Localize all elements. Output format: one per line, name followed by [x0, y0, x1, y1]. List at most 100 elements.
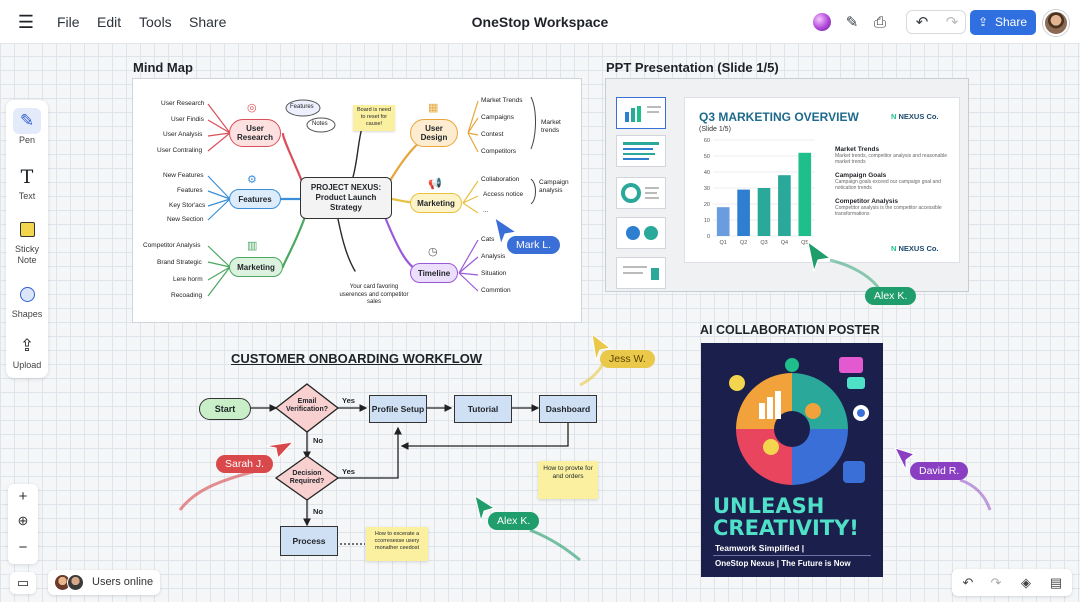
ai-assistant-icon[interactable]	[813, 13, 831, 31]
slide-thumbnail[interactable]	[616, 257, 666, 289]
edit-icon[interactable]: ✎	[845, 14, 859, 31]
text-icon: T	[20, 166, 34, 188]
shapes-icon	[13, 282, 41, 308]
zoom-controls: + ⊕ −	[8, 484, 38, 564]
share-button[interactable]: ⇪ Share	[970, 10, 1036, 35]
leaf: ...	[483, 207, 489, 214]
chart-icon: ▦	[428, 102, 439, 114]
workflow-email-decision[interactable]: Email Verification?	[285, 398, 328, 413]
megaphone-icon: 📢	[428, 178, 442, 190]
slide-logo-text: NEXUS Co.	[898, 112, 939, 121]
chart-y-tick: 50	[704, 154, 710, 160]
menu-file[interactable]: File	[57, 14, 80, 30]
chart-y-tick: 40	[704, 170, 710, 176]
tool-text[interactable]: T Text	[6, 164, 48, 202]
leaf: Access notice	[483, 191, 524, 198]
workflow-start[interactable]: Start	[199, 398, 251, 420]
slide-thumbnail[interactable]	[616, 217, 666, 249]
chart-y-tick: 10	[704, 218, 710, 224]
slide-thumbnails	[606, 79, 670, 291]
tool-upload[interactable]: ⇪ Upload	[6, 333, 48, 371]
chart-x-tick: Q2	[740, 240, 747, 246]
chart-bar	[778, 175, 791, 236]
pen-icon: ✎	[13, 108, 41, 134]
zoom-fit-icon[interactable]: ⊕	[17, 513, 29, 528]
mind-map-title: Mind Map	[133, 60, 193, 75]
mind-map-sticky-note[interactable]: Board is need to reset for cause!	[353, 105, 395, 131]
menu-share[interactable]: Share	[189, 14, 227, 30]
tool-sticky-note[interactable]: Sticky Note	[6, 217, 48, 266]
upload-icon: ⇪	[19, 336, 35, 355]
present-icon[interactable]: ▭	[10, 572, 36, 594]
ppt-frame[interactable]: Q3 MARKETING OVERVIEW (Slide 1/5) N NEXU…	[605, 78, 969, 292]
chart-x-tick: Q5	[801, 240, 808, 246]
users-online-pill[interactable]: Users online	[48, 570, 160, 595]
workflow-profile-setup[interactable]: Profile Setup	[369, 395, 427, 423]
node-user-design[interactable]: User Design	[410, 119, 458, 147]
leaf: Features	[177, 187, 203, 194]
leaf: Analysis	[481, 253, 506, 260]
menu-tools[interactable]: Tools	[139, 14, 172, 30]
cursor-label-mark: Mark L.	[507, 236, 561, 254]
cursor-label-alex: Alex K.	[865, 287, 917, 305]
yes-label: Yes	[342, 396, 355, 405]
slide-subtitle: (Slide 1/5)	[699, 126, 731, 133]
node-features[interactable]: Features	[229, 189, 281, 209]
node-user-research[interactable]: User Research	[229, 119, 281, 147]
workflow-dashboard[interactable]: Dashboard	[539, 395, 597, 423]
undo-redo-group	[906, 10, 966, 34]
user-avatar[interactable]	[1043, 10, 1069, 36]
node-marketing-right[interactable]: Marketing	[410, 193, 462, 213]
chart-bar	[757, 188, 771, 236]
active-slide[interactable]: Q3 MARKETING OVERVIEW (Slide 1/5) N NEXU…	[684, 97, 960, 263]
redo-icon[interactable]: ↷	[945, 14, 959, 31]
workflow-process[interactable]: Process	[280, 526, 338, 556]
node-marketing-left[interactable]: Marketing	[229, 257, 283, 277]
workflow-sticky-note[interactable]: How to provte for and orders	[538, 461, 598, 499]
mind-map-frame[interactable]: PROJECT NEXUS: Product Launch Strategy U…	[132, 78, 582, 323]
zoom-in-icon[interactable]: +	[18, 488, 28, 505]
print-icon[interactable]: ⎙	[873, 14, 886, 31]
slide-thumbnail[interactable]	[616, 97, 666, 129]
layers-icon[interactable]: ◈	[1021, 575, 1031, 590]
workflow-tutorial[interactable]: Tutorial	[454, 395, 512, 423]
leaf: Recoading	[171, 292, 203, 299]
leaf: Competitors	[481, 148, 517, 155]
leaf: User Research	[161, 100, 205, 107]
undo-icon[interactable]: ↶	[915, 14, 929, 31]
tool-pen[interactable]: ✎ Pen	[6, 108, 48, 146]
slide-bullets: Market Trends Market trends, competitor …	[835, 142, 953, 217]
workflow-decision-required[interactable]: Decision Required?	[289, 470, 325, 485]
undo-icon[interactable]: ↶	[962, 575, 974, 590]
slide-title: Q3 MARKETING OVERVIEW	[699, 110, 859, 124]
leaf: New Features	[163, 172, 204, 179]
tool-text-label: Text	[18, 191, 36, 201]
slide-thumbnail[interactable]	[616, 135, 666, 167]
share-button-label: Share	[994, 15, 1027, 29]
user-research-icon: ◎	[247, 102, 257, 114]
workflow-sticky-note[interactable]: How to excerate a ccorresesse usery mona…	[366, 527, 428, 561]
ppt-title: PPT Presentation (Slide 1/5)	[606, 60, 779, 75]
hamburger-menu-icon[interactable]: ☰	[17, 12, 35, 32]
zoom-out-icon[interactable]: −	[18, 539, 28, 556]
chart-y-tick: 20	[704, 202, 710, 208]
node-timeline[interactable]: Timeline	[410, 263, 458, 283]
chart-x-tick: Q1	[720, 240, 727, 246]
top-bar: ☰ File Edit Tools Share OneStop Workspac…	[0, 0, 1080, 44]
chart-y-tick: 0	[707, 234, 710, 240]
tool-shapes[interactable]: Shapes	[6, 282, 48, 320]
ai-poster[interactable]: UNLEASH CREATIVITY! Teamwork Simplified …	[701, 343, 883, 577]
notes-panel-icon[interactable]: ▤	[1049, 575, 1063, 590]
bullet-text: Market trends, competitor analysis and r…	[835, 153, 948, 165]
slide-thumbnail[interactable]	[616, 177, 666, 209]
leaf: User Contraling	[157, 147, 203, 154]
bullet-text: Campaign goals exceed our campaign goal …	[835, 179, 941, 191]
menu-edit[interactable]: Edit	[97, 14, 122, 30]
redo-icon[interactable]: ↷	[990, 575, 1002, 590]
mind-map-center-node[interactable]: PROJECT NEXUS: Product Launch Strategy	[300, 177, 392, 219]
poster-headline-1: UNLEASH	[713, 494, 825, 518]
app-title: OneStop Workspace	[471, 14, 609, 30]
tool-shapes-label: Shapes	[11, 309, 43, 319]
slide-logo-bottom-text: NEXUS Co.	[898, 244, 939, 253]
